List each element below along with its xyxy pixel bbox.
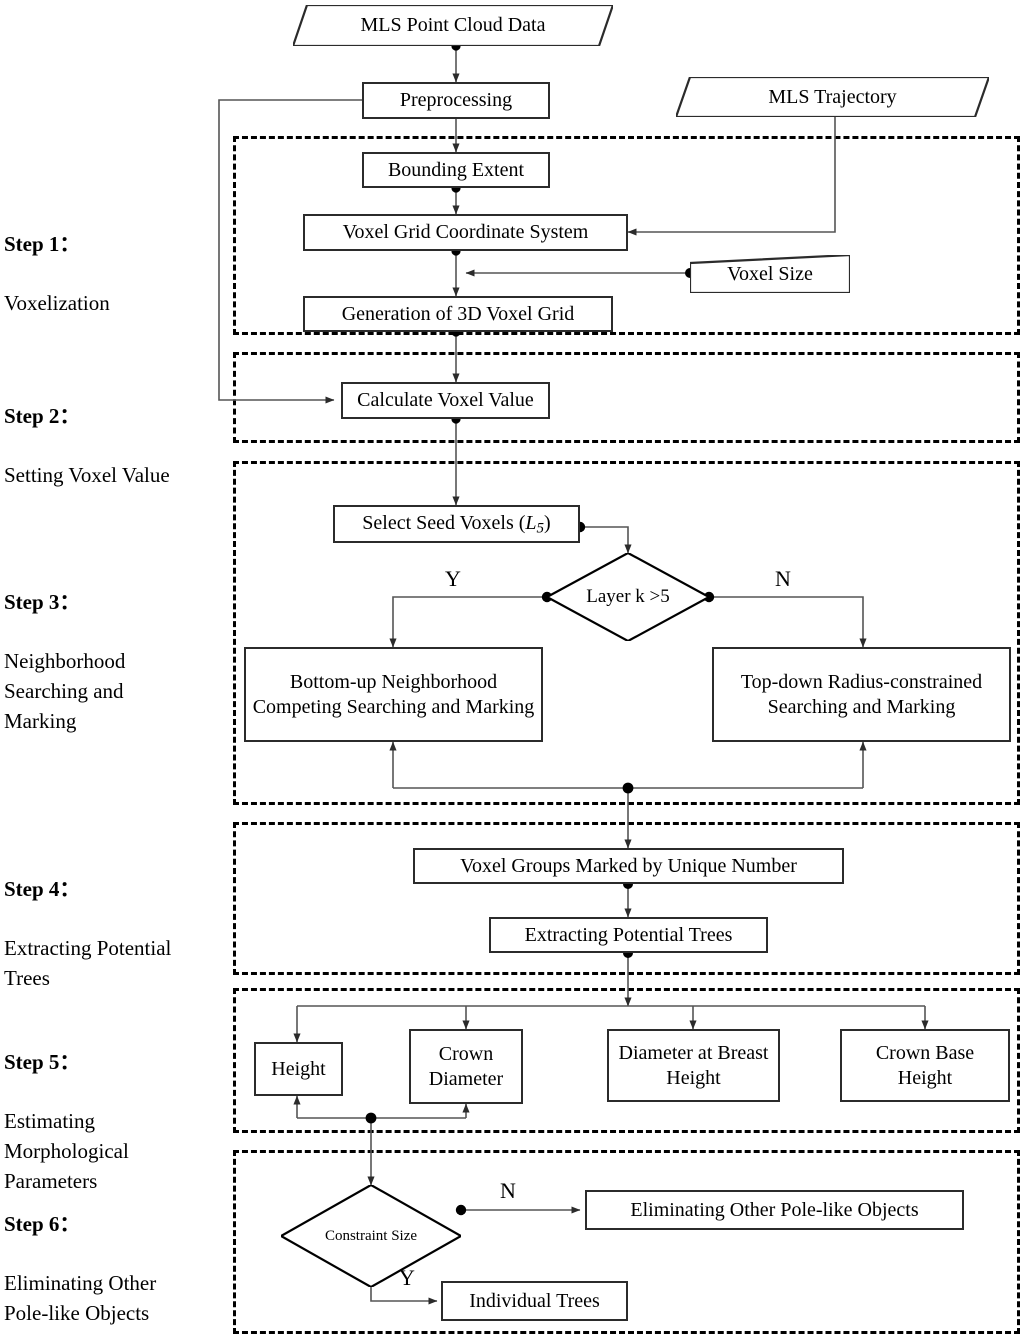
step-3-desc: Neighborhood Searching and Marking xyxy=(4,649,126,734)
node-label: Layer k >5 xyxy=(586,586,670,607)
node-top-down-searching: Top-down Radius-constrained Searching an… xyxy=(712,647,1011,742)
node-label: Voxel Groups Marked by Unique Number xyxy=(460,854,797,877)
node-label: Individual Trees xyxy=(469,1289,600,1312)
step-5-region xyxy=(233,988,1020,1133)
node-eliminating-other-pole-like-objects: Eliminating Other Pole-like Objects xyxy=(585,1190,964,1230)
node-label: MLS Trajectory xyxy=(768,85,897,108)
step-3-title: Step 3： xyxy=(4,589,81,614)
node-label: Bounding Extent xyxy=(387,158,525,181)
node-label: Calculate Voxel Value xyxy=(357,389,534,412)
node-mls-point-cloud-data: MLS Point Cloud Data xyxy=(293,5,613,46)
node-calculate-voxel-value: Calculate Voxel Value xyxy=(341,382,550,419)
node-constraint-size: Constraint Size xyxy=(281,1185,461,1287)
node-voxel-grid-coordinate-system: Voxel Grid Coordinate System xyxy=(303,214,628,251)
node-label: Bottom-up Neighborhood Competing Searchi… xyxy=(252,671,535,718)
step-6-region xyxy=(233,1150,1020,1334)
node-label: Generation of 3D Voxel Grid xyxy=(341,302,575,325)
node-label: Voxel Grid Coordinate System xyxy=(342,221,589,244)
branch-label-constraint-yes: Y xyxy=(399,1265,415,1290)
node-label: Voxel Size xyxy=(727,262,813,285)
step-2-desc: Setting Voxel Value xyxy=(4,463,170,488)
step-label-4: Step 4： Extracting Potential Trees xyxy=(4,845,171,1024)
branch-label-layer-no: N xyxy=(775,566,791,591)
select-seed-prefix: Select Seed Voxels ( xyxy=(362,511,526,534)
step-4-region xyxy=(233,822,1020,975)
step-3-region xyxy=(233,461,1020,805)
step-6-title: Step 6： xyxy=(4,1211,81,1236)
branch-label-constraint-no: N xyxy=(500,1178,516,1203)
node-label: Eliminating Other Pole-like Objects xyxy=(630,1198,919,1221)
step-1-region xyxy=(233,136,1020,335)
select-seed-suffix: ) xyxy=(544,511,551,534)
step-5-title: Step 5： xyxy=(4,1049,81,1074)
select-seed-symbol: L xyxy=(525,511,537,534)
node-individual-trees: Individual Trees xyxy=(441,1281,628,1321)
node-generation-of-3d-voxel-grid: Generation of 3D Voxel Grid xyxy=(303,296,613,332)
step-label-2: Step 2： Setting Voxel Value xyxy=(4,372,170,521)
step-1-title: Step 1： xyxy=(4,231,81,256)
node-mls-trajectory: MLS Trajectory xyxy=(676,77,989,117)
node-select-seed-voxels: Select Seed Voxels (L5) xyxy=(333,505,580,543)
node-layer-decision: Layer k >5 xyxy=(547,553,709,641)
node-preprocessing: Preprocessing xyxy=(362,82,550,119)
step-4-title: Step 4： xyxy=(4,876,81,901)
step-6-desc: Eliminating Other Pole-like Objects xyxy=(4,1271,157,1326)
step-2-region xyxy=(233,352,1020,443)
node-label: Top-down Radius-constrained Searching an… xyxy=(740,671,983,718)
node-label: Height xyxy=(271,1057,326,1080)
node-crown-diameter: Crown Diameter xyxy=(409,1029,523,1104)
node-voxel-groups-marked: Voxel Groups Marked by Unique Number xyxy=(413,848,844,884)
node-extracting-potential-trees: Extracting Potential Trees xyxy=(489,917,768,953)
node-bounding-extent: Bounding Extent xyxy=(362,152,550,188)
node-crown-base-height: Crown Base Height xyxy=(840,1029,1010,1102)
node-height: Height xyxy=(254,1042,343,1096)
step-label-3: Step 3： Neighborhood Searching and Marki… xyxy=(4,558,125,767)
node-label: MLS Point Cloud Data xyxy=(360,14,546,36)
step-5-desc: Estimating Morphological Parameters xyxy=(4,1109,129,1194)
step-1-desc: Voxelization xyxy=(4,291,110,316)
node-label: Constraint Size xyxy=(324,1227,418,1244)
node-bottom-up-searching: Bottom-up Neighborhood Competing Searchi… xyxy=(244,647,543,742)
node-label: Extracting Potential Trees xyxy=(524,923,733,946)
node-label: Crown Diameter xyxy=(428,1043,504,1090)
node-voxel-size: Voxel Size xyxy=(690,255,850,293)
node-label: Preprocessing xyxy=(399,89,513,112)
node-diameter-at-breast-height: Diameter at Breast Height xyxy=(607,1029,780,1102)
node-label: Select Seed Voxels (L5) xyxy=(362,511,550,538)
branch-label-layer-yes: Y xyxy=(445,566,461,591)
step-label-5: Step 5： Estimating Morphological Paramet… xyxy=(4,1018,129,1227)
step-4-desc: Extracting Potential Trees xyxy=(4,936,172,991)
select-seed-subscript: 5 xyxy=(536,520,545,536)
step-2-title: Step 2： xyxy=(4,403,81,428)
step-label-1: Step 1： Voxelization xyxy=(4,200,110,349)
node-label: Diameter at Breast Height xyxy=(618,1042,769,1089)
node-label: Crown Base Height xyxy=(875,1042,975,1089)
step-label-6: Step 6： Eliminating Other Pole-like Obje… xyxy=(4,1180,156,1342)
